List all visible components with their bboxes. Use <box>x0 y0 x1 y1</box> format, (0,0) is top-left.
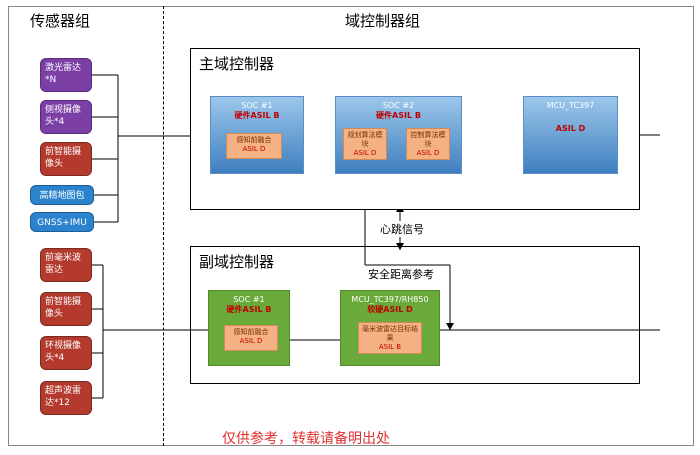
sub-mcu-radar-result-name: 毫米波雷达目标结果 <box>362 325 418 342</box>
sensor-ultrasonic: 超声波雷达*12 <box>40 381 92 415</box>
main-mcu-name: MCU_TC397 <box>546 101 595 110</box>
main-soc2-control-asil: ASIL D <box>416 149 440 157</box>
sub-mcu-radar-result-asil: ASIL B <box>378 343 402 351</box>
main-soc1-asil: 硬件ASIL B <box>234 111 280 120</box>
heartbeat-label: 心跳信号 <box>380 221 424 237</box>
group-divider <box>163 6 164 446</box>
watermark-text: 仅供参考，转载请备明出处 <box>222 431 390 447</box>
sensor-lidar: 激光雷达*N <box>40 58 92 92</box>
sub-mcu-radar-result: 毫米波雷达目标结果 ASIL B <box>358 322 422 354</box>
sensor-front-camera: 前智能摄像头 <box>40 142 92 176</box>
sensor-surround-camera: 环视摄像头*4 <box>40 336 92 370</box>
main-soc1-fusion: 感知前融合 ASIL D <box>226 133 282 159</box>
main-soc2-asil: 硬件ASIL B <box>376 111 421 120</box>
sub-soc1-fusion: 感知前融合 ASIL D <box>224 325 278 351</box>
main-soc1-name: SOC #1 <box>241 101 273 110</box>
sub-soc1-asil: 硬件ASIL B <box>226 305 272 314</box>
main-soc1-fusion-name: 感知前融合 <box>236 136 272 144</box>
main-mcu-asil: ASIL D <box>555 124 586 133</box>
sensor-group-title: 传感器组 <box>30 12 91 30</box>
main-soc2-planning-name: 规划算法模块 <box>347 131 383 148</box>
sensor-side-camera: 侧视摄像头*4 <box>40 100 92 134</box>
sensor-hd-map: 高精地图包 <box>30 185 94 205</box>
main-soc2-name: SOC #2 <box>382 101 415 110</box>
sub-soc1-fusion-name: 感知前融合 <box>233 328 269 336</box>
sensor-front-radar: 前毫米波雷达 <box>40 248 92 282</box>
sensor-gnss-imu: GNSS+IMU <box>30 212 94 232</box>
main-soc2-control: 控制算法模块 ASIL D <box>406 128 450 160</box>
sensor-front-camera-2: 前智能摄像头 <box>40 292 92 326</box>
sub-controller-title: 副域控制器 <box>199 253 275 271</box>
main-mcu: MCU_TC397 ASIL D <box>523 96 618 174</box>
main-controller-title: 主域控制器 <box>199 55 275 73</box>
main-soc1: SOC #1 硬件ASIL B <box>210 96 304 174</box>
sub-soc1-fusion-asil: ASIL D <box>239 337 263 345</box>
main-soc1-fusion-asil: ASIL D <box>242 145 266 153</box>
safe-distance-label-overlay: 安全距离参考 <box>368 266 434 282</box>
main-soc2-planning-asil: ASIL D <box>353 149 377 157</box>
main-soc2-planning: 规划算法模块 ASIL D <box>343 128 387 160</box>
outer-frame <box>8 6 694 446</box>
domain-group-title: 域控制器组 <box>345 12 421 30</box>
main-soc2-control-name: 控制算法模块 <box>410 131 446 148</box>
sub-controller-frame: 副域控制器 <box>190 246 640 384</box>
sub-mcu-asil: 软硬ASIL D <box>367 305 413 314</box>
sub-mcu-name: MCU_TC397/RH850 <box>351 295 429 304</box>
sub-soc1-name: SOC #1 <box>233 295 265 304</box>
